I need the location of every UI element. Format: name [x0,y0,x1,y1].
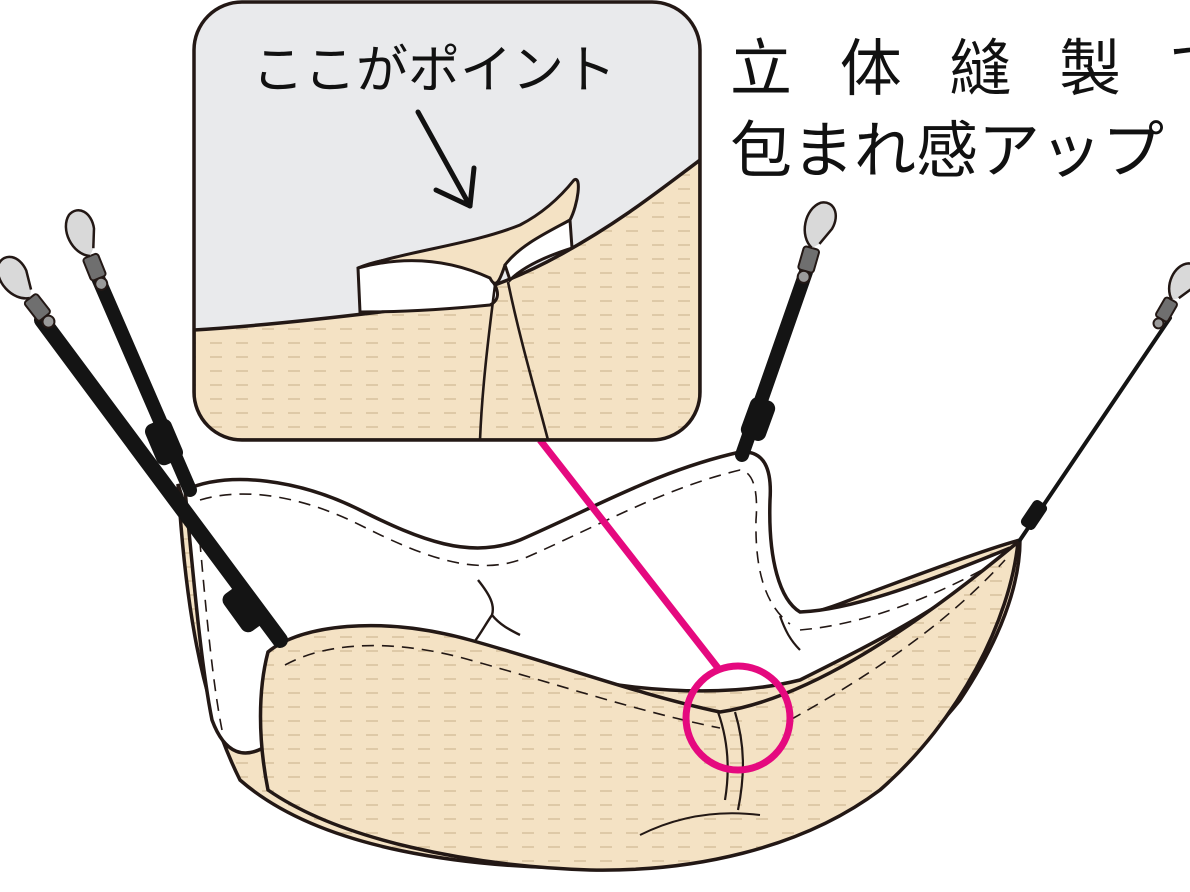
callout-box: ここがポイント [192,0,702,442]
stitch-line-left [197,519,223,731]
callout-label: ここがポイント [252,41,616,101]
callout-pointer-line [537,437,721,671]
snap-hook-clip-icon [64,209,109,291]
snap-hook-clip-icon [1152,262,1190,330]
strap-right-inner-buckle [740,397,776,441]
strap-left-outer-buckle [222,583,268,633]
hammock [176,450,1022,872]
strap-right-outer [1018,316,1172,542]
clips [0,201,1190,330]
callout-border [192,0,702,442]
callout-fold-inner [503,217,574,283]
stitch-line-front-right [789,559,1006,721]
seam-fold [716,711,745,811]
headline-line-1: 立 体 縫 製 で [730,32,1190,105]
arrow-down-right-icon [415,109,477,209]
strap-left-inner-buckle [145,418,183,466]
headline-line-2: 包まれ感アップ [730,114,1165,187]
stitch-line-right [799,559,1001,631]
callout-seam [478,281,550,440]
highlight-circle [682,662,794,774]
hammock-front-flap [258,537,1021,872]
callout-connector [537,437,794,774]
lining-crease-right [778,615,801,651]
snap-hook-clip-icon [796,201,837,284]
bottom-crease [639,812,761,836]
snap-hook-clip-icon [0,255,56,329]
strap-right-outer-stopper [1020,500,1048,530]
stitch-line-back [199,469,791,625]
straps [34,265,1172,648]
headline: 立 体 縫 製 で 包まれ感アップ [730,28,1190,192]
